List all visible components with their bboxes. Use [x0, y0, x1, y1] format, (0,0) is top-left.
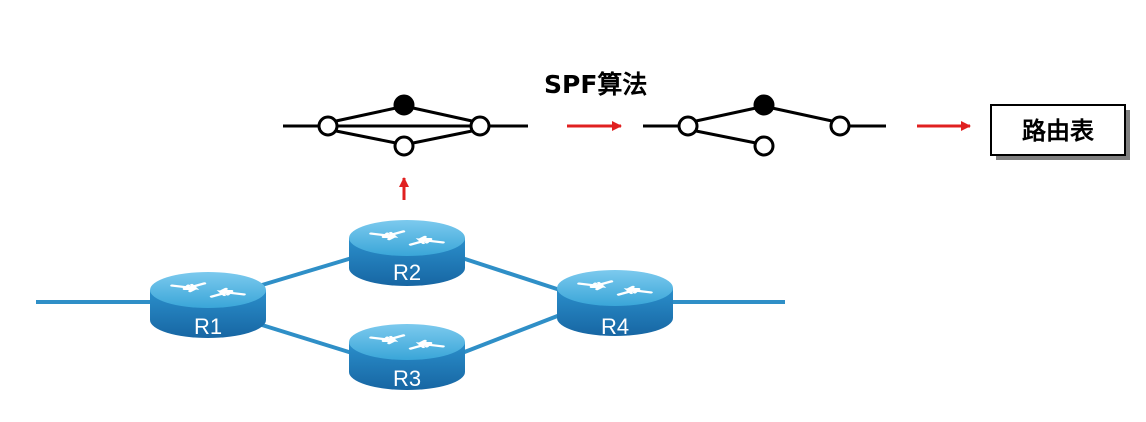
link-r1-r2: [261, 256, 353, 287]
tree-node-top: [753, 94, 775, 116]
link-r3-r4: [461, 313, 561, 355]
link-r2-r4: [461, 256, 561, 292]
router-r2-label: R2: [393, 260, 421, 285]
router-r1-label: R1: [194, 314, 222, 339]
graph-node-top: [393, 94, 415, 116]
router-r2: R2: [349, 220, 465, 286]
network-links: [36, 256, 785, 355]
router-r4-label: R4: [601, 314, 629, 339]
graph-node-left: [317, 115, 339, 137]
tree-node-left: [677, 115, 699, 137]
topology-graph: [283, 94, 528, 157]
graph-node-bottom: [393, 135, 415, 157]
tree-node-bottom: [753, 135, 775, 157]
routing-table-label: 路由表: [1022, 117, 1095, 145]
router-r3: R3: [349, 324, 465, 391]
router-r1: R1: [150, 272, 266, 339]
graph-node-right: [469, 115, 491, 137]
shortest-path-tree: [643, 94, 886, 157]
routing-table-box: 路由表: [990, 104, 1130, 160]
router-r4: R4: [557, 270, 673, 339]
algorithm-label: SPF算法: [544, 70, 647, 99]
router-r3-label: R3: [393, 366, 421, 391]
tree-node-right: [829, 115, 851, 137]
link-r1-r3: [261, 323, 353, 355]
